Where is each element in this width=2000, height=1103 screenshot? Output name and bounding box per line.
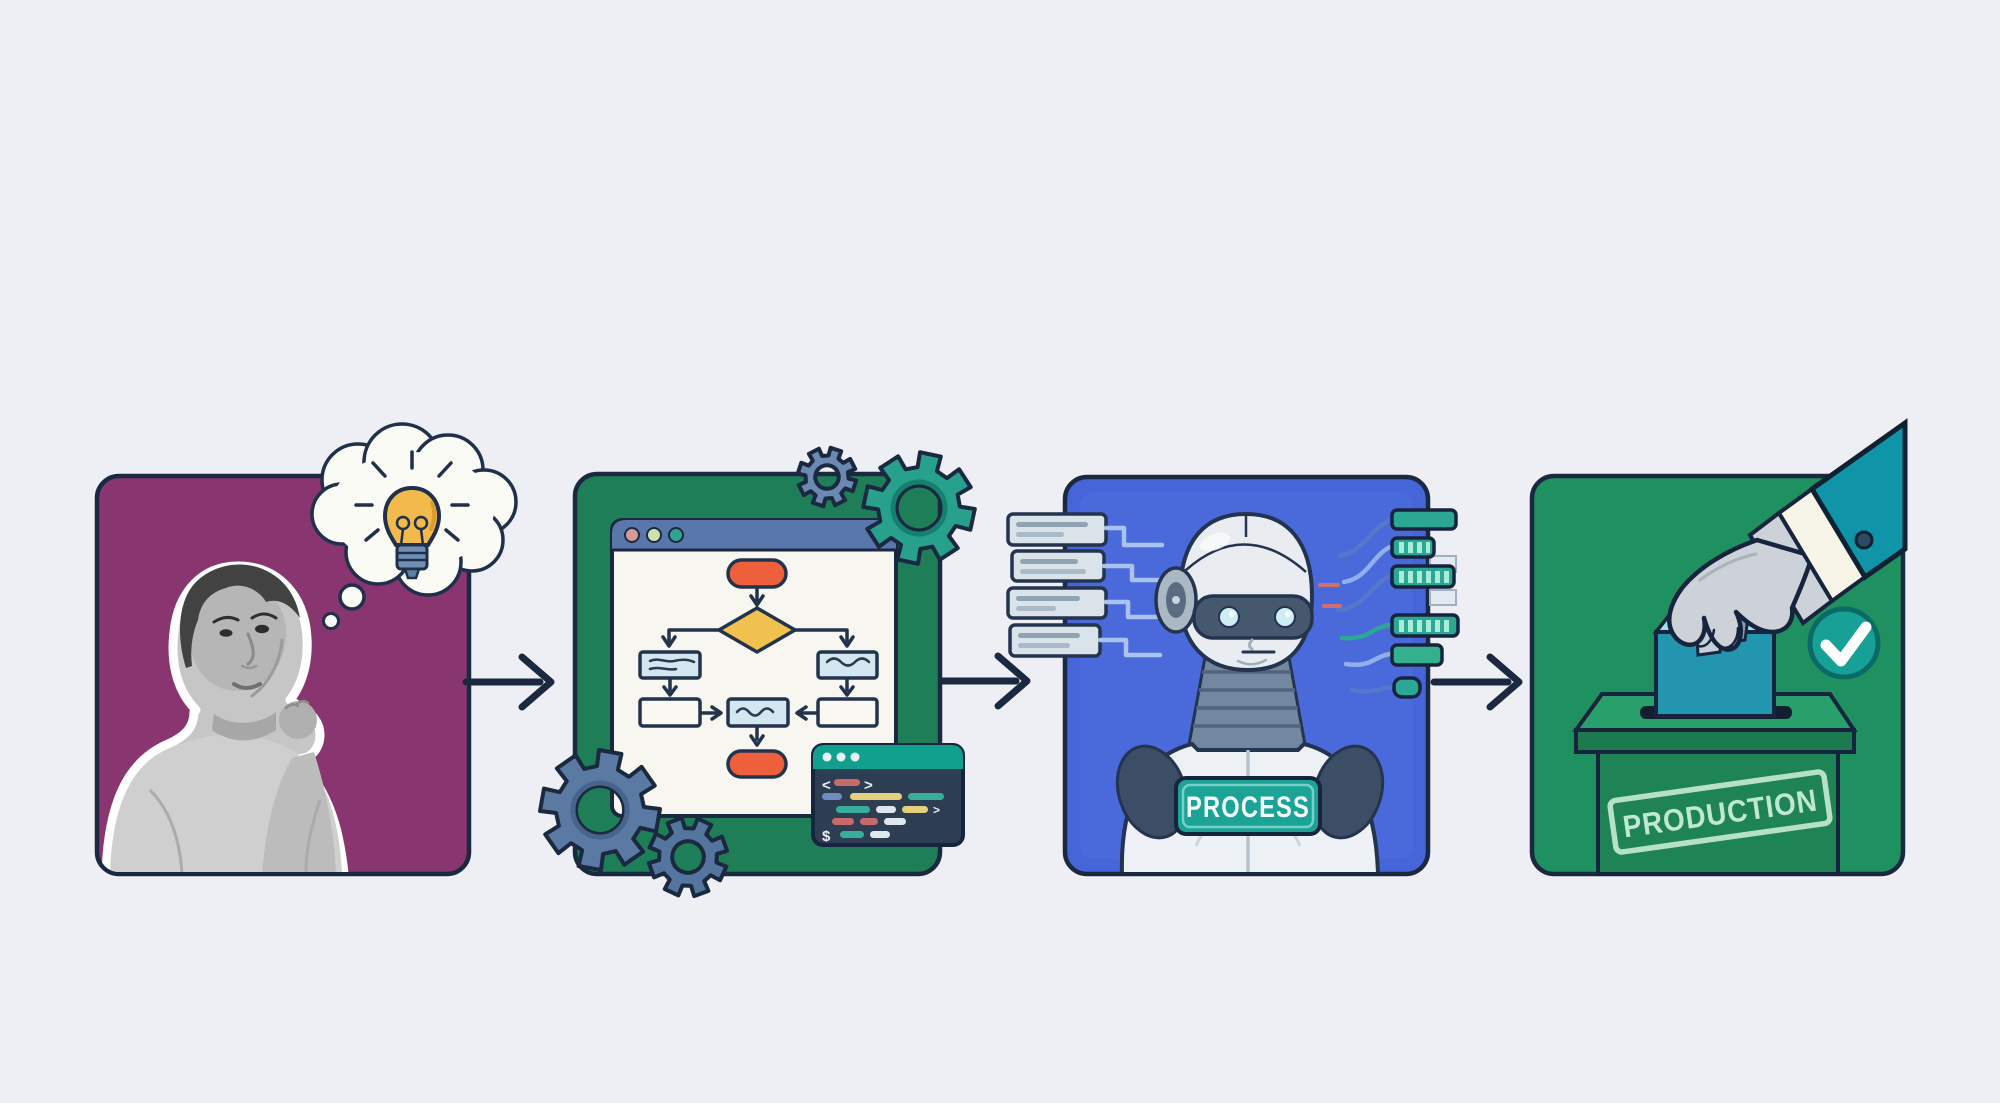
window-dot-green bbox=[646, 527, 662, 543]
code-close-tag: > bbox=[864, 777, 873, 794]
flowchart-step-node bbox=[638, 650, 702, 680]
hand bbox=[1667, 537, 1815, 652]
process-badge-label: PROCESS bbox=[1186, 791, 1310, 824]
flowchart bbox=[638, 558, 879, 779]
thinking-person-icon bbox=[101, 561, 349, 872]
panel-process: PROCESS bbox=[1006, 474, 1460, 877]
hand-delivering-icon bbox=[1667, 418, 1908, 652]
robot-head bbox=[1177, 511, 1315, 673]
checkmark-icon bbox=[1807, 606, 1881, 680]
flowchart-step-node-empty bbox=[638, 697, 702, 728]
arrow-right-icon bbox=[462, 653, 555, 711]
flowchart-end-node bbox=[726, 749, 788, 779]
data-input-cards bbox=[1006, 512, 1171, 658]
arrow-right-icon bbox=[1430, 653, 1523, 711]
sleeve bbox=[1808, 418, 1908, 581]
output-circuits bbox=[1318, 508, 1460, 699]
input-wires bbox=[1097, 525, 1171, 658]
process-badge: PROCESS bbox=[1174, 776, 1322, 836]
data-card bbox=[1008, 623, 1102, 658]
flow-arrows bbox=[462, 652, 1523, 711]
flowchart-start-node bbox=[726, 558, 788, 589]
thought-trail-dot bbox=[338, 583, 366, 611]
code-caret: > bbox=[933, 803, 940, 817]
output-wires bbox=[1318, 518, 1397, 694]
bulb-glass bbox=[382, 485, 442, 547]
chip bbox=[1390, 643, 1444, 667]
browser-window bbox=[610, 518, 898, 818]
thought-bubble bbox=[310, 422, 518, 630]
code-window: < > > $ bbox=[811, 743, 965, 847]
chip bbox=[1392, 676, 1422, 699]
code-open-tag: < bbox=[822, 777, 831, 794]
flowchart-step-node bbox=[726, 697, 790, 728]
data-card bbox=[1010, 549, 1106, 583]
code-dollar: $ bbox=[822, 828, 831, 845]
robot-eye bbox=[1274, 606, 1296, 628]
data-card bbox=[1006, 512, 1108, 547]
gears bbox=[529, 439, 986, 910]
robot-icon: PROCESS bbox=[1115, 511, 1385, 872]
chip bbox=[1390, 508, 1458, 531]
data-card bbox=[1006, 586, 1108, 620]
hair bbox=[180, 564, 300, 668]
sleeve-button bbox=[1854, 530, 1874, 550]
production-pedestal: PRODUCTION bbox=[1572, 692, 1858, 876]
panel-design: < > > $ bbox=[529, 439, 986, 910]
lightbulb-icon bbox=[354, 450, 470, 580]
panel-idea bbox=[94, 422, 518, 877]
window-dot-teal bbox=[668, 527, 684, 543]
code-lines bbox=[822, 793, 944, 838]
window-dot-red bbox=[624, 527, 640, 543]
flowchart-step-node-empty bbox=[816, 697, 879, 728]
robot-eye bbox=[1218, 606, 1240, 628]
arrow-right-icon bbox=[938, 652, 1031, 710]
flowchart-decision-node bbox=[715, 605, 799, 655]
thought-trail-dot bbox=[322, 612, 340, 630]
flowchart-connectors bbox=[661, 587, 855, 747]
panel-production: PRODUCTION bbox=[1529, 418, 1908, 877]
